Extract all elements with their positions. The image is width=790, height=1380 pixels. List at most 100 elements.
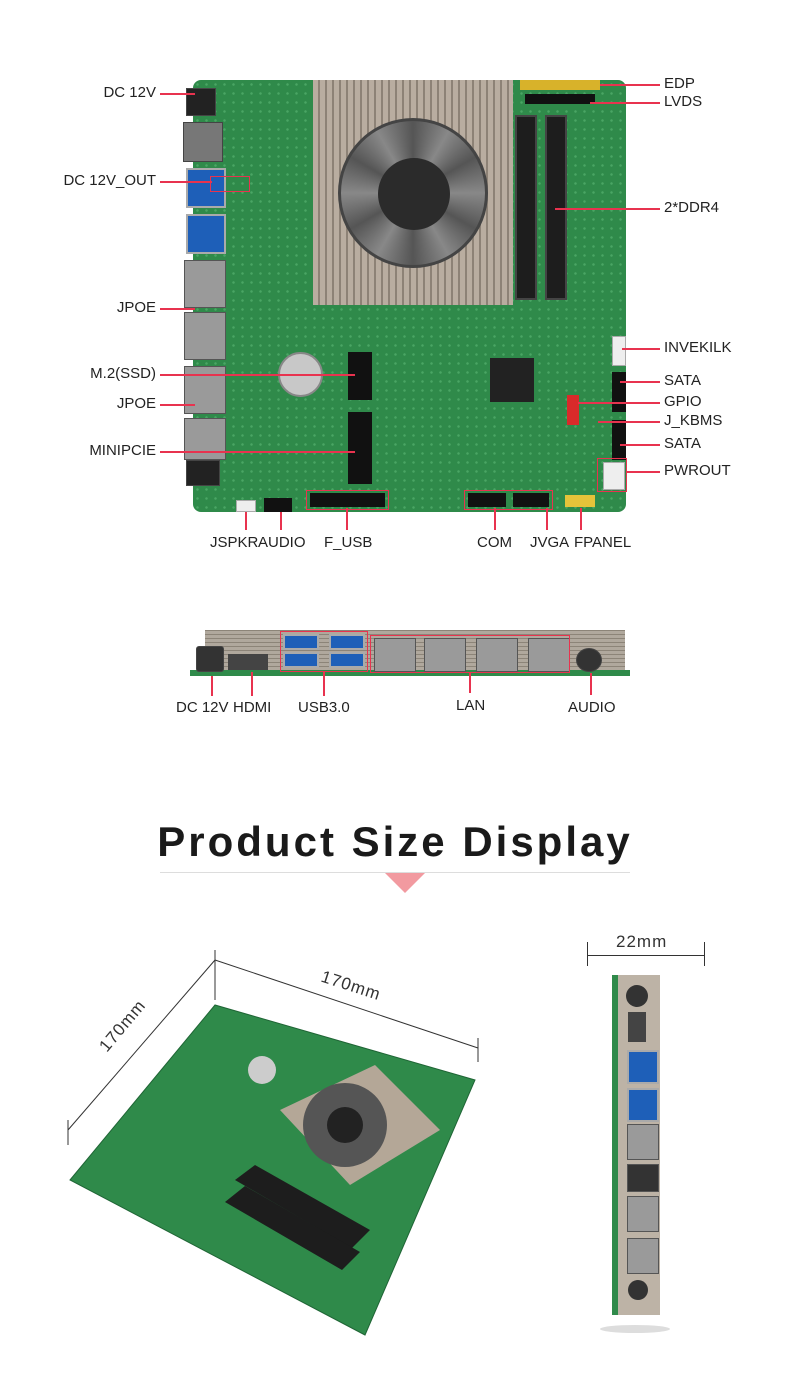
usb-port [329, 652, 365, 668]
label-rear-dc12v: DC 12V [176, 699, 229, 716]
usb-port [283, 652, 319, 668]
usb-port [329, 634, 365, 650]
height-dimension: 22mm [616, 932, 668, 951]
leader-line [469, 673, 471, 693]
leader-line [251, 672, 253, 696]
isometric-board-view [67, 950, 479, 1336]
label-com: COM [477, 534, 512, 551]
usb-highlight [280, 631, 368, 672]
ddr4-slot [515, 115, 537, 300]
side-dc-jack [626, 985, 648, 1007]
length-dimension-line [214, 959, 479, 1049]
label-invekilk: INVEKILK [664, 339, 732, 356]
audio-jack [576, 648, 602, 672]
label-sata-2: SATA [664, 435, 701, 452]
side-lan-port [627, 1164, 659, 1192]
label-dc12v: DC 12V [103, 84, 156, 101]
dc-jack [186, 88, 216, 116]
pwrout-connector [603, 462, 625, 490]
invekilk-connector [612, 336, 626, 366]
leader-line [211, 676, 213, 696]
section-title: Product Size Display [157, 818, 633, 865]
dim-line [587, 942, 588, 966]
leader-line [346, 508, 348, 530]
isometric-ddr4 [225, 1186, 360, 1270]
leader-line [555, 208, 660, 210]
leader-line [160, 451, 355, 453]
usb-port [186, 214, 226, 254]
label-sata: SATA [664, 372, 701, 389]
label-j-kbms: J_KBMS [664, 412, 723, 429]
label-audio: AUDIO [258, 534, 306, 551]
leader-line [620, 444, 660, 446]
leader-line [546, 508, 548, 530]
usb-port [283, 634, 319, 650]
leader-line [590, 673, 592, 695]
side-lan-port [627, 1238, 659, 1274]
label-m2-ssd: M.2(SSD) [90, 365, 156, 382]
isometric-pcb [69, 1004, 476, 1336]
fpanel-header [565, 495, 595, 507]
label-minipcie: MINIPCIE [89, 442, 156, 459]
lan-port [184, 260, 226, 308]
side-usb-port [627, 1050, 659, 1084]
side-lan-port [627, 1196, 659, 1232]
dc-jack [196, 646, 224, 672]
m2-slot [348, 352, 372, 400]
label-lvds: LVDS [664, 93, 703, 110]
height-dimension-line [587, 955, 705, 956]
hdmi-port [228, 654, 268, 670]
isometric-battery [248, 1056, 276, 1084]
label-pwrout: PWROUT [664, 462, 731, 479]
audio-jack [186, 460, 220, 486]
lan-port [424, 638, 466, 672]
leader-line [600, 84, 660, 86]
com-jvga-highlight [464, 490, 553, 510]
label-rear-usb: USB3.0 [298, 699, 350, 716]
label-fpanel: FPANEL [574, 534, 632, 551]
ite-chip [490, 358, 534, 402]
isometric-fan-hub [327, 1107, 363, 1143]
side-lan-port [627, 1124, 659, 1160]
label-ddr4: 2*DDR4 [664, 199, 720, 216]
lan-port [528, 638, 570, 672]
label-jvga: JVGA [530, 534, 570, 551]
sata-port [612, 420, 626, 460]
leader-line [590, 102, 660, 104]
lan-port [476, 638, 518, 672]
dc12v-out-highlight [210, 176, 250, 192]
lan-port [374, 638, 416, 672]
leader-line [323, 672, 325, 696]
width-dimension-line [67, 959, 216, 1131]
pointer-triangle-icon [385, 873, 425, 893]
leader-line [627, 471, 660, 473]
label-rear-lan: LAN [456, 697, 486, 714]
hdmi-port [183, 122, 223, 162]
side-shadow [600, 1325, 670, 1333]
leader-line [160, 93, 195, 95]
rear-io-pcb [190, 670, 630, 676]
fan-hub [378, 158, 450, 230]
label-jpoe: JPOE [116, 299, 156, 316]
label-jspkr: JSPKR [210, 534, 259, 551]
com-header [468, 493, 506, 507]
label-rear-hdmi: HDMI [233, 699, 272, 716]
lan-port [184, 418, 226, 460]
leader-line [598, 421, 660, 423]
leader-line [580, 508, 582, 530]
side-view-pcb [612, 975, 618, 1315]
leader-line [160, 374, 355, 376]
jspkr-connector [236, 500, 256, 512]
leader-line [160, 181, 212, 183]
leader-line [160, 404, 195, 406]
label-edp: EDP [664, 75, 695, 92]
label-f-usb: F_USB [324, 534, 373, 551]
jvga-header [513, 493, 549, 507]
gpio-header [567, 395, 579, 425]
leader-line [620, 381, 660, 383]
label-rear-audio: AUDIO [568, 699, 616, 716]
edp-connector [520, 80, 600, 90]
lan-port [184, 312, 226, 360]
leader-line [245, 512, 247, 530]
leader-line [578, 402, 660, 404]
